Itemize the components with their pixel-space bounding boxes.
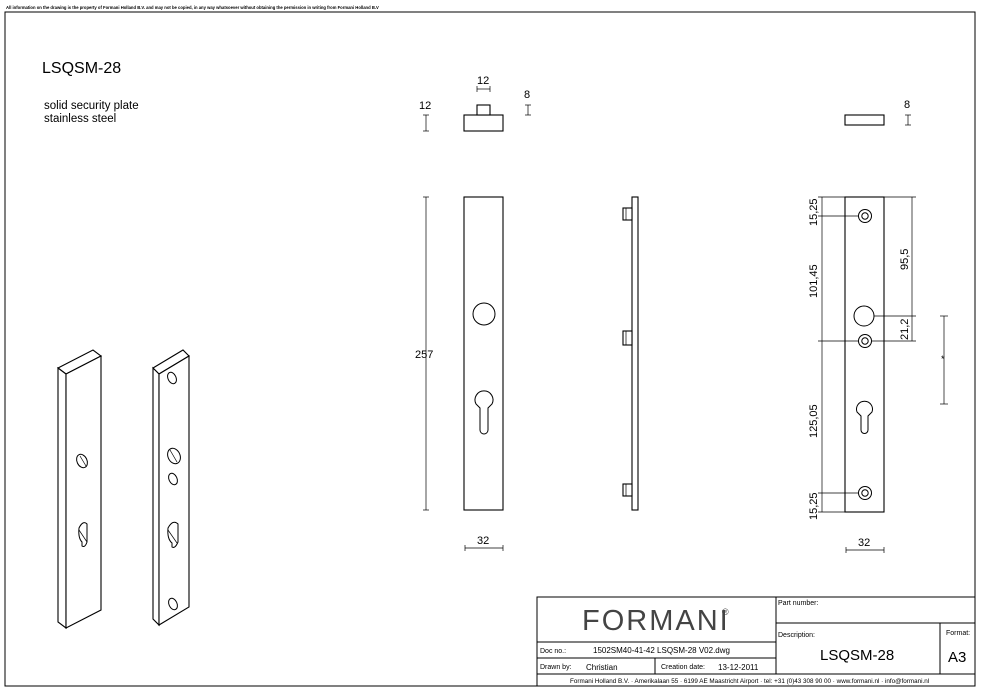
description-line-2: stainless steel — [44, 113, 116, 125]
drawn-by-value: Christian — [586, 663, 618, 672]
dim-side-thickness: 8 — [904, 99, 910, 111]
dim-top-height: 12 — [419, 100, 431, 112]
dim-front-width: 32 — [477, 535, 489, 547]
front-view: 257 32 — [415, 196, 504, 551]
isometric-view-holes — [152, 349, 190, 627]
dim-top-hole: 15,25 — [808, 198, 820, 226]
creation-date-value: 13-12-2011 — [718, 663, 759, 672]
dim-star-note: * — [941, 354, 945, 364]
dim-top-pin: 8 — [524, 89, 530, 101]
brand-registered-mark: ® — [722, 607, 729, 617]
product-code-title: LSQSM-28 — [42, 60, 121, 77]
footer-address: Formani Holland B.V. · Amerikalaan 55 · … — [570, 678, 929, 685]
side-top-view: 8 — [844, 99, 911, 126]
format-value: A3 — [948, 649, 966, 666]
dim-top-width: 12 — [477, 75, 489, 87]
dim-rear-width: 32 — [858, 537, 870, 549]
top-view: 12 12 8 — [419, 75, 531, 132]
disclaimer-text: All information on the drawing is the pr… — [6, 5, 379, 10]
dim-bottom-hole: 15,25 — [808, 492, 820, 520]
description-line-1: solid security plate — [44, 100, 139, 112]
format-label: Format: — [946, 630, 970, 637]
dim-upper-section: 101,45 — [808, 264, 820, 298]
drawing-border — [4, 11, 976, 687]
description-label: Description: — [778, 632, 815, 639]
creation-date-label: Creation date: — [661, 664, 705, 671]
isometric-view-plain — [56, 349, 103, 630]
brand-logo: FORMANI — [582, 605, 730, 637]
title-block: FORMANI ® Part number: Description: LSQS… — [536, 596, 976, 687]
dim-hole-gap: 21,2 — [899, 319, 911, 340]
description-value: LSQSM-28 — [820, 647, 894, 664]
dimensioned-rear-view: 15,25 101,45 125,05 15,25 95,5 21,2 * 32 — [808, 196, 948, 553]
dim-lower-section: 125,05 — [808, 404, 820, 438]
part-number-label: Part number: — [778, 600, 819, 607]
dim-hole-spacing: 95,5 — [899, 249, 911, 270]
side-view — [622, 196, 639, 511]
doc-no-label: Doc no.: — [540, 648, 566, 655]
dim-length: 257 — [415, 349, 433, 361]
drawn-by-label: Drawn by: — [540, 664, 572, 671]
doc-no-value: 1502SM40-41-42 LSQSM-28 V02.dwg — [593, 646, 730, 655]
